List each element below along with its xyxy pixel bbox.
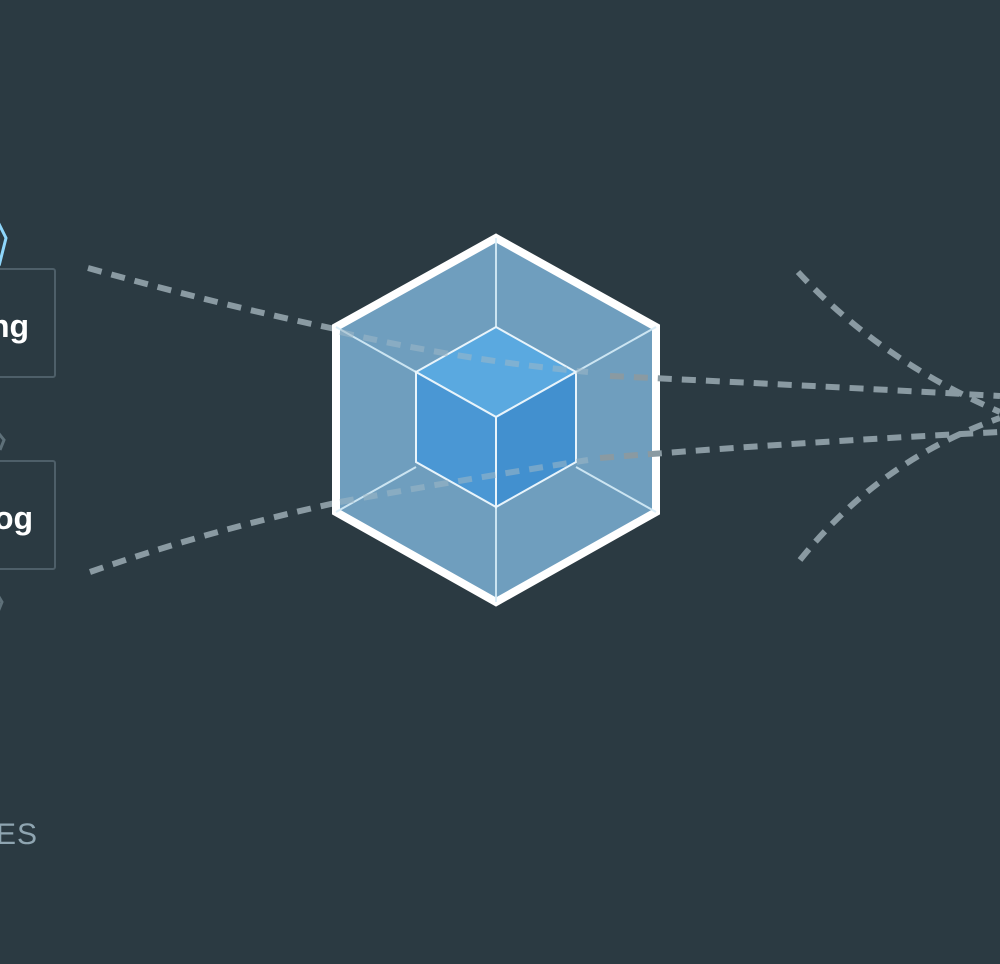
asset-icon [0, 222, 8, 612]
arrow-head-bottom [797, 415, 1000, 562]
input-connectors [87, 265, 341, 575]
connector-bottom-in [89, 499, 341, 575]
arrow-head-top [795, 269, 1000, 415]
module-label: ng [0, 308, 30, 344]
connector-out-2 [599, 429, 1000, 461]
through-connectors [339, 329, 589, 505]
connector-out-1 [609, 373, 1000, 399]
connector-top-in [87, 265, 341, 333]
webpack-cube-icon [332, 233, 660, 607]
section-label: ES [0, 818, 39, 851]
module-box-2: og [0, 460, 56, 570]
output-connectors [599, 269, 1000, 562]
module-label: og [0, 500, 34, 536]
module-box-1: ng [0, 268, 56, 378]
